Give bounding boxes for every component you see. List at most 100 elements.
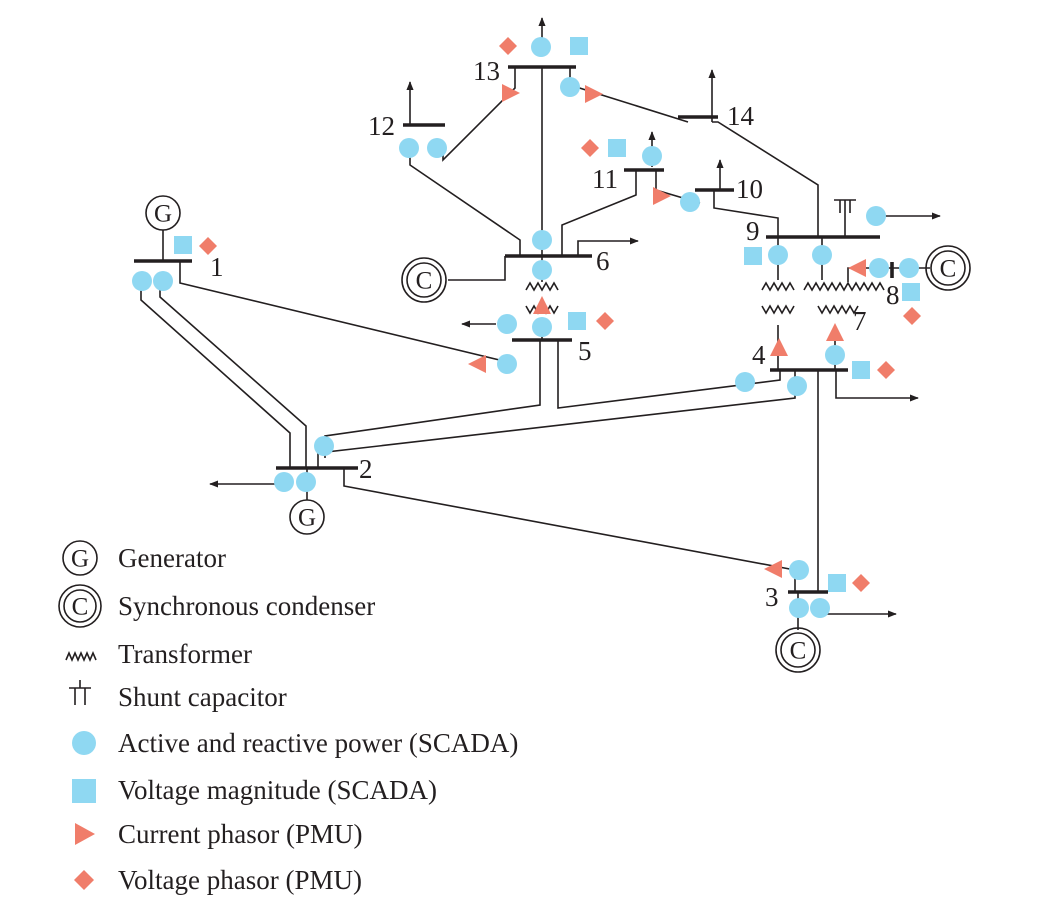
- line-6-11: [561, 170, 637, 256]
- pmu-current-phasor: [848, 259, 866, 277]
- transformer-symbol: [65, 650, 97, 663]
- generator-symbol: [62, 540, 98, 576]
- generator-bus-2: G: [289, 499, 325, 535]
- bus-label-4: 4: [752, 340, 766, 370]
- pmu-voltage-phasor: [581, 139, 599, 157]
- legend-item-condenser: C Synchronous condenser: [58, 584, 375, 628]
- bus-label-11: 11: [592, 164, 618, 194]
- scada-power-meter: [866, 206, 886, 226]
- transformer-9-4-upper: [761, 281, 795, 292]
- pmu-voltage-phasor: [596, 312, 614, 330]
- bus-label-1: 1: [210, 252, 224, 282]
- scada-power-meter: [531, 37, 551, 57]
- transformer-9-7-upper: [803, 281, 885, 292]
- pmu-current-phasor: [468, 355, 486, 373]
- scada-power-meter: [314, 436, 334, 456]
- scada-power-meter: [812, 245, 832, 265]
- scada-voltage-meter: [828, 574, 846, 592]
- condenser-letter: C: [940, 256, 957, 283]
- legend-label: Synchronous condenser: [118, 591, 375, 621]
- legend-item-scada-power: Active and reactive power (SCADA): [72, 728, 518, 758]
- scada-voltage-meter: [852, 361, 870, 379]
- bus-label-12: 12: [368, 111, 395, 141]
- machines: G G C C C: [145, 195, 971, 673]
- buses: [134, 65, 894, 594]
- scada-power-meter: [735, 372, 755, 392]
- generator-bus-1: G: [145, 195, 181, 231]
- bus-label-6: 6: [596, 246, 610, 276]
- condenser-letter: C: [790, 638, 807, 665]
- bus-label-3: 3: [765, 582, 779, 612]
- pmu-current-symbol: [75, 823, 95, 845]
- pmu-voltage-phasor: [852, 574, 870, 592]
- pmu-current-phasor: [826, 323, 844, 341]
- scada-power-meter: [789, 560, 809, 580]
- scada-voltage-meter: [570, 37, 588, 55]
- legend-label: Generator: [118, 543, 226, 573]
- scada-power-meter: [132, 271, 152, 291]
- transformer-9-7-lower: [817, 304, 859, 315]
- line-14-9: [712, 121, 819, 237]
- scada-power-meter: [560, 77, 580, 97]
- legend-item-pmu-voltage: Voltage phasor (PMU): [74, 865, 362, 895]
- scada-voltage-meters: [174, 37, 920, 592]
- scada-voltage-meter: [174, 236, 192, 254]
- scada-power-meter: [427, 138, 447, 158]
- bus-labels: 1 2 3 4 5 6 7 8 9 10 11 12 13 14: [210, 56, 900, 612]
- legend-label: Active and reactive power (SCADA): [118, 728, 518, 758]
- condenser-symbol: [58, 584, 102, 628]
- legend-label: Voltage phasor (PMU): [118, 865, 362, 895]
- scada-power-meter: [680, 192, 700, 212]
- condenser-letter: C: [72, 594, 89, 621]
- legend-label: Current phasor (PMU): [118, 819, 362, 849]
- line-6-condenser: [448, 256, 506, 281]
- bus-label-8: 8: [886, 280, 900, 310]
- scada-power-meter: [532, 317, 552, 337]
- generator-letter: G: [298, 505, 316, 532]
- generator-letter: G: [154, 201, 172, 228]
- scada-power-meter: [296, 472, 316, 492]
- scada-power-meter: [274, 472, 294, 492]
- scada-power-meter: [497, 354, 517, 374]
- transmission-lines: [140, 67, 930, 630]
- pmu-voltage-phasor: [903, 307, 921, 325]
- bus-label-9: 9: [746, 216, 760, 246]
- condenser-bus-6: C: [401, 257, 447, 303]
- condenser-bus-8: C: [925, 245, 971, 291]
- legend-item-generator: G Generator: [62, 540, 226, 576]
- scada-power-meter: [789, 598, 809, 618]
- bus-label-2: 2: [359, 454, 373, 484]
- bus-label-7: 7: [853, 306, 867, 336]
- line-1-2a: [140, 282, 291, 468]
- pmu-current-phasor: [502, 84, 520, 102]
- scada-power-meter: [532, 230, 552, 250]
- load-arrow-6: [577, 237, 639, 256]
- scada-power-meter: [497, 314, 517, 334]
- pmu-current-phasor: [764, 560, 782, 578]
- scada-power-meter: [153, 271, 173, 291]
- transformer-9-4-lower: [761, 304, 795, 315]
- pmu-voltage-phasor: [499, 37, 517, 55]
- condenser-bus-3: C: [775, 627, 821, 673]
- bus-label-5: 5: [578, 336, 592, 366]
- scada-power-meter: [899, 258, 919, 278]
- scada-power-meters: [132, 37, 919, 618]
- pmu-current-phasor: [585, 85, 603, 103]
- line-1-2b: [159, 282, 307, 468]
- scada-power-meter: [399, 138, 419, 158]
- legend-item-pmu-current: Current phasor (PMU): [75, 819, 362, 849]
- pmu-current-phasors: [468, 84, 866, 578]
- pmu-voltage-phasor: [199, 237, 217, 255]
- legend-label: Transformer: [118, 639, 252, 669]
- scada-voltage-meter: [608, 139, 626, 157]
- pmu-voltage-symbol: [74, 870, 94, 890]
- scada-power-meter: [768, 245, 788, 265]
- bus-label-13: 13: [473, 56, 500, 86]
- legend-item-scada-voltage: Voltage magnitude (SCADA): [72, 775, 437, 805]
- transformer-5-6-upper: [525, 281, 559, 292]
- shunt-capacitor-symbol: [69, 680, 91, 705]
- condenser-letter: C: [416, 268, 433, 295]
- load-arrow-4: [835, 370, 919, 402]
